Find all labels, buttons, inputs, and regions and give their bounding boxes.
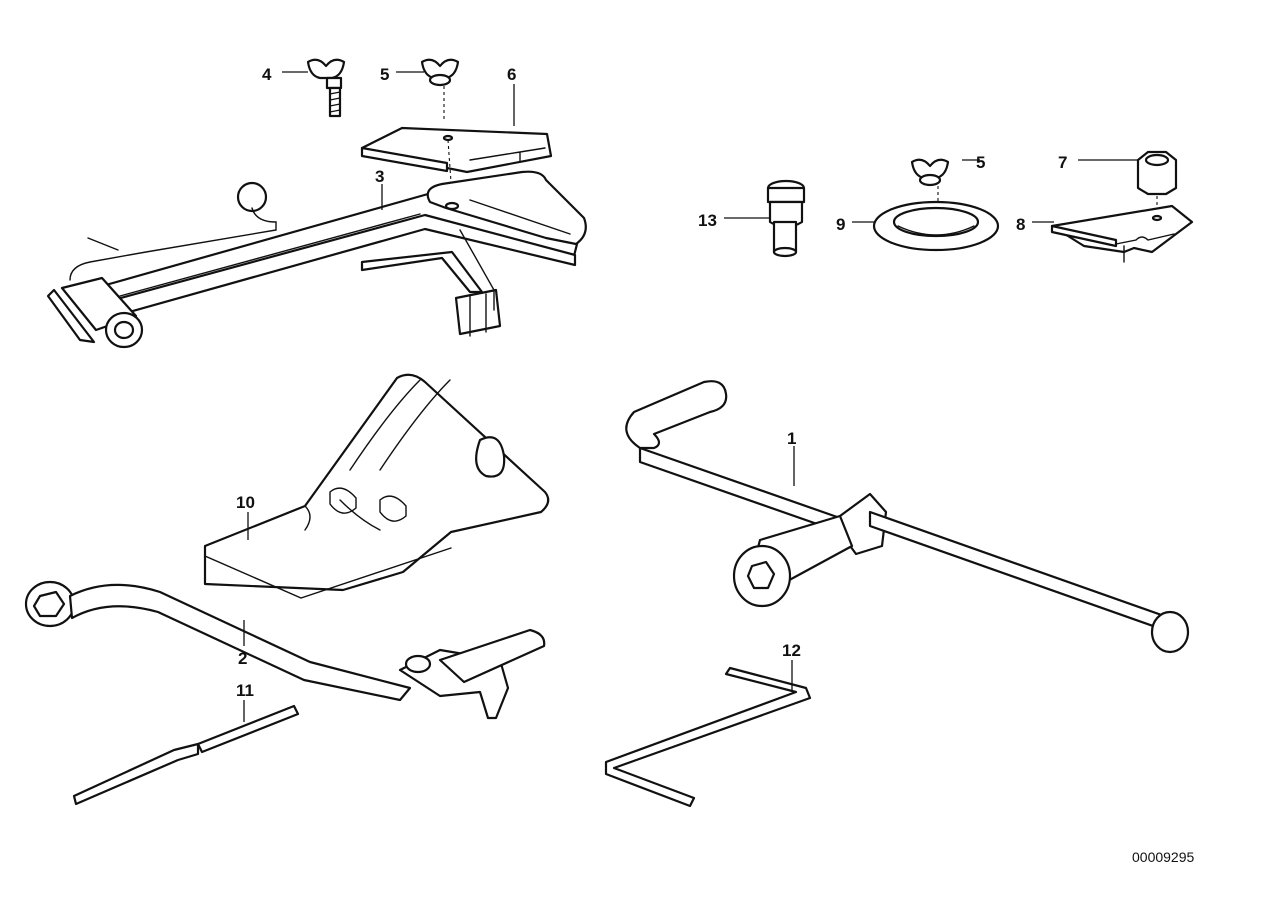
callout-10: 10: [236, 493, 255, 512]
callout-13: 13: [698, 211, 717, 230]
leader-lines: [243, 71, 1138, 722]
callout-9: 9: [836, 215, 845, 234]
callout-3: 3: [375, 167, 384, 186]
part-wing-bolt: [306, 58, 346, 118]
part-hex-bolt: [766, 179, 806, 258]
part-hex-key: [604, 666, 812, 808]
callout-11: 11: [236, 681, 254, 700]
callout-1: 1: [787, 429, 796, 448]
part-wheel-chock: [203, 373, 550, 599]
callout-5-right: 5: [976, 153, 985, 172]
part-wheel-brace: [24, 580, 546, 720]
part-drift-pin: [72, 704, 300, 806]
callout-5-top: 5: [380, 65, 389, 84]
part-grommet-ring: [872, 200, 1000, 252]
callout-4: 4: [262, 65, 272, 84]
callout-6: 6: [507, 65, 516, 84]
part-lug-wrench: [625, 380, 1190, 654]
part-bracket-plate: [360, 126, 553, 197]
part-wing-nut-right: [910, 158, 950, 214]
part-wing-nut-top: [420, 58, 460, 120]
callouts: 4 5 6 3 5 7 13 9 8 1 10 2 11 12: [236, 65, 1067, 700]
callout-2: 2: [238, 649, 247, 668]
part-jack: [46, 170, 587, 349]
callout-12: 12: [782, 641, 801, 660]
diagram-reference-number: 00009295: [1132, 849, 1195, 865]
part-retainer-plate: [1050, 204, 1194, 263]
callout-8: 8: [1016, 215, 1025, 234]
callout-7: 7: [1058, 153, 1067, 172]
part-hex-nut: [1136, 150, 1178, 214]
